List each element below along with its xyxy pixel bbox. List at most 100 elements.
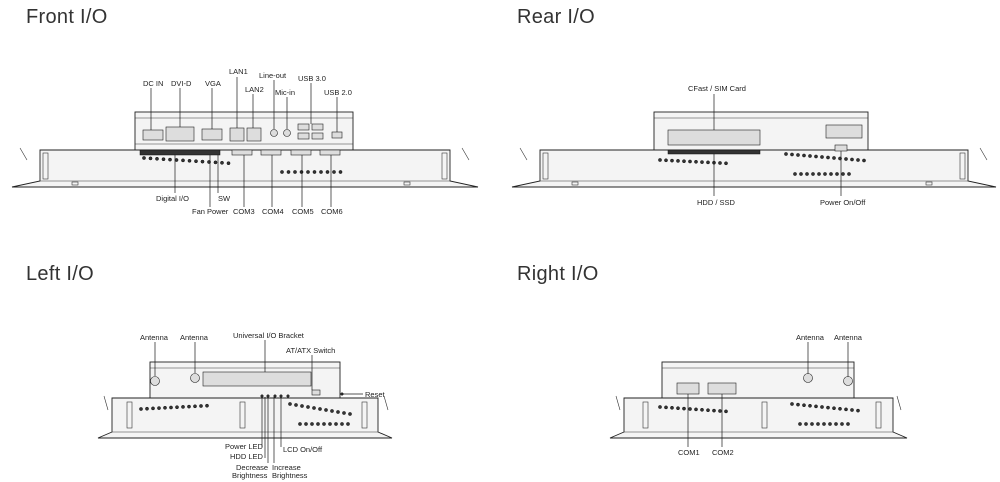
screw-dot bbox=[181, 405, 185, 409]
screw-dot bbox=[658, 405, 662, 409]
screw-dot bbox=[330, 409, 334, 413]
screw-dot bbox=[796, 402, 800, 407]
screw-dot bbox=[306, 405, 310, 409]
screw-dot bbox=[811, 172, 815, 176]
screw-dot bbox=[312, 406, 316, 410]
screw-dot bbox=[318, 407, 322, 411]
right-io-title: Right I/O bbox=[517, 263, 599, 285]
dvi-d-port bbox=[165, 126, 195, 142]
screw-dot bbox=[844, 407, 848, 412]
com3-port bbox=[231, 149, 253, 156]
lan1-port bbox=[229, 127, 245, 142]
screw-dot bbox=[856, 158, 860, 162]
label-dvi-d: DVI-D bbox=[171, 79, 192, 88]
screw-dot bbox=[226, 161, 231, 166]
label-hdd-ssd: HDD / SSD bbox=[697, 198, 736, 207]
screw-dot bbox=[850, 408, 854, 412]
left-screw-row bbox=[139, 402, 352, 426]
label-decrease: Decrease bbox=[236, 463, 268, 472]
right-io-drawing: Antenna Antenna COM1 COM2 bbox=[609, 333, 908, 457]
antenna-1-mount bbox=[150, 376, 160, 386]
label-increase-brightness: Brightness bbox=[272, 471, 308, 480]
screw-dot bbox=[155, 156, 159, 161]
screw-dot bbox=[316, 422, 320, 426]
screw-dot bbox=[342, 411, 346, 415]
label-cfast-sim: CFast / SIM Card bbox=[688, 84, 746, 93]
screw-dot bbox=[325, 170, 330, 174]
screw-dot bbox=[193, 404, 197, 409]
hdd-ssd-bay bbox=[667, 149, 761, 155]
screw-dot bbox=[194, 159, 198, 164]
screw-dot bbox=[338, 170, 343, 174]
left-io-drawing: Antenna Antenna Universal I/O Bracket AT… bbox=[97, 331, 393, 480]
label-usb30: USB 3.0 bbox=[298, 74, 326, 83]
screw-dot bbox=[862, 158, 866, 163]
screw-dot bbox=[161, 157, 166, 162]
screw-dot bbox=[288, 402, 292, 406]
rear-io-title: Rear I/O bbox=[517, 6, 595, 28]
screw-dot bbox=[199, 404, 203, 408]
screw-dot bbox=[700, 160, 704, 164]
screw-dot bbox=[832, 406, 836, 411]
screw-dot bbox=[826, 155, 830, 160]
screw-dot bbox=[310, 422, 314, 426]
label-universal-bracket: Universal I/O Bracket bbox=[233, 331, 305, 340]
right-antenna-1-mount bbox=[803, 373, 813, 383]
screw-dot bbox=[841, 172, 845, 176]
screw-dot bbox=[348, 412, 352, 416]
label-hdd-led: HDD LED bbox=[230, 452, 264, 461]
screw-dot bbox=[168, 157, 172, 162]
screw-dot bbox=[139, 407, 143, 411]
label-lcd-onoff: LCD On/Off bbox=[283, 445, 323, 454]
screw-dot bbox=[151, 406, 155, 411]
screw-dot bbox=[293, 170, 297, 174]
screw-dot bbox=[682, 406, 686, 411]
com6-port bbox=[319, 149, 341, 156]
screw-dot bbox=[814, 404, 818, 409]
screw-dot bbox=[220, 160, 224, 165]
screw-dot bbox=[304, 422, 308, 426]
screw-dot bbox=[820, 155, 824, 159]
screw-dot bbox=[346, 422, 350, 426]
screw-dot bbox=[213, 160, 218, 165]
lan2-port bbox=[246, 127, 262, 142]
label-line-out: Line-out bbox=[259, 71, 287, 80]
screw-dot bbox=[846, 422, 850, 426]
label-right-antenna-2: Antenna bbox=[834, 333, 863, 342]
screw-dot bbox=[724, 161, 728, 166]
screw-dot bbox=[175, 405, 179, 410]
label-com4: COM4 bbox=[262, 207, 284, 216]
screw-dot bbox=[148, 156, 153, 161]
screw-dot bbox=[790, 402, 794, 406]
screw-dot bbox=[829, 172, 833, 176]
screw-dot bbox=[835, 172, 839, 176]
label-sw: SW bbox=[218, 194, 231, 203]
label-com5: COM5 bbox=[292, 207, 314, 216]
screw-dot bbox=[856, 408, 860, 413]
screw-dot bbox=[706, 408, 710, 413]
label-mic-in: Mic-in bbox=[275, 88, 295, 97]
screw-dot bbox=[694, 407, 698, 412]
com1-port bbox=[676, 382, 700, 395]
screw-dot bbox=[832, 156, 836, 160]
screw-dot bbox=[822, 422, 826, 426]
digital-io-strip bbox=[139, 149, 221, 156]
label-left-antenna-1: Antenna bbox=[140, 333, 169, 342]
right-antenna-2-mount bbox=[843, 376, 853, 386]
label-dc-in: DC IN bbox=[143, 79, 163, 88]
screw-dot bbox=[718, 409, 722, 413]
label-lan2: LAN2 bbox=[245, 85, 264, 94]
screw-dot bbox=[847, 172, 851, 176]
screw-dot bbox=[336, 410, 340, 414]
screw-dot bbox=[840, 422, 844, 426]
screw-dot bbox=[712, 408, 716, 413]
screw-dot bbox=[688, 159, 692, 164]
label-digital-io: Digital I/O bbox=[156, 194, 189, 203]
screw-dot bbox=[157, 406, 161, 410]
cfast-sim-cover bbox=[667, 129, 761, 146]
usb2-port bbox=[331, 131, 343, 139]
screw-dot bbox=[664, 158, 668, 163]
screw-dot bbox=[814, 154, 818, 159]
screw-dot bbox=[805, 172, 809, 176]
screw-dot bbox=[798, 422, 802, 426]
